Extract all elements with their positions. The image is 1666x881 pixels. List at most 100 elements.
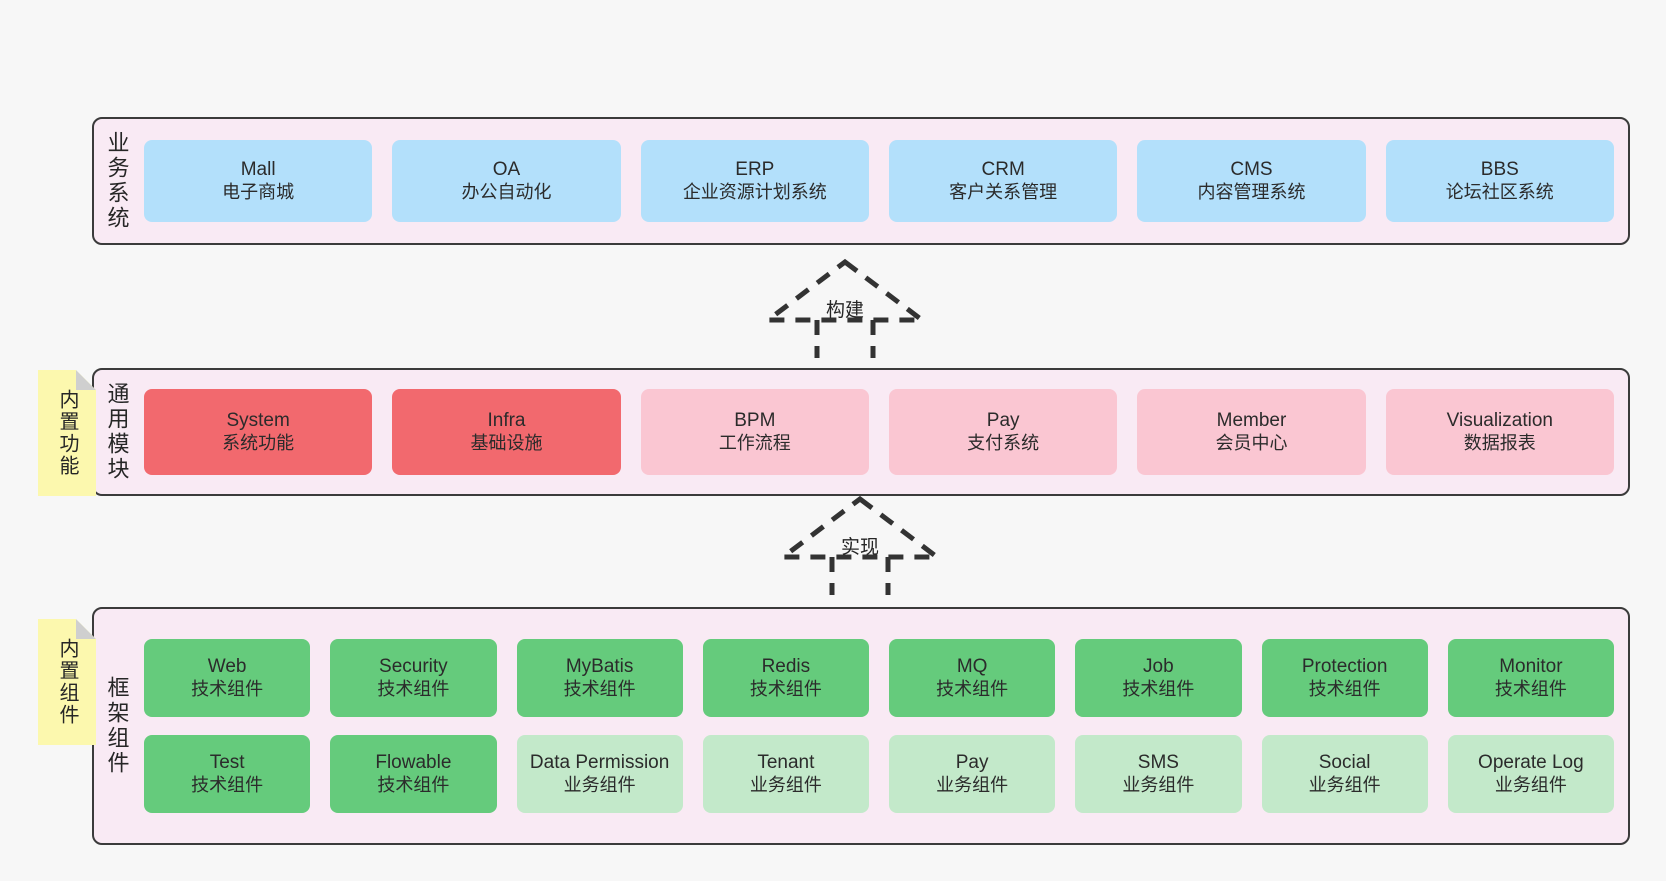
node-subtitle: 系统功能 (222, 432, 295, 453)
arrow-realize: 实现 (775, 495, 945, 595)
node-title: Tenant (757, 752, 815, 774)
sticky-note-label: 内置组件 (56, 638, 78, 726)
node-mall[interactable]: Mall 电子商城 (144, 140, 373, 222)
node-system[interactable]: System 系统功能 (144, 389, 373, 475)
node-title: Security (379, 656, 448, 678)
node-mq[interactable]: MQ 技术组件 (889, 639, 1056, 717)
node-subtitle: 基础设施 (470, 432, 543, 453)
sticky-note-builtin-component: 内置组件 (38, 619, 96, 745)
node-title: BBS (1480, 159, 1519, 181)
layer-body-business-system: Mall 电子商城 OA 办公自动化 ERP 企业资源计划系统 CRM 客户关系… (140, 119, 1628, 243)
node-title: Data Permission (529, 752, 670, 774)
arrow-shaft-shape (829, 557, 891, 595)
node-operate-log[interactable]: Operate Log 业务组件 (1447, 735, 1614, 813)
node-title: Web (207, 656, 247, 678)
node-title: Operate Log (1478, 752, 1584, 774)
layer-title-common-module: 通用模块 (104, 382, 130, 482)
node-row: System 系统功能 Infra 基础设施 BPM 工作流程 Pay 支付系统… (144, 389, 1614, 475)
arrow-head-shape (775, 495, 945, 560)
node-monitor[interactable]: Monitor 技术组件 (1447, 639, 1614, 717)
node-title: Monitor (1499, 656, 1563, 678)
node-title: Job (1143, 656, 1174, 678)
node-title: Flowable (375, 752, 452, 774)
node-subtitle: 电子商城 (222, 181, 295, 202)
node-protection[interactable]: Protection 技术组件 (1261, 639, 1428, 717)
node-subtitle: 技术组件 (377, 774, 450, 795)
node-cms[interactable]: CMS 内容管理系统 (1137, 140, 1366, 222)
node-title: CMS (1230, 159, 1273, 181)
node-subtitle: 技术组件 (936, 678, 1009, 699)
node-crm[interactable]: CRM 客户关系管理 (888, 140, 1118, 222)
node-flowable[interactable]: Flowable 技术组件 (330, 735, 497, 813)
layer-title-business-system: 业务系统 (104, 131, 130, 231)
node-erp[interactable]: ERP 企业资源计划系统 (640, 140, 869, 222)
node-title: Test (209, 752, 245, 774)
layer-body-common-module: System 系统功能 Infra 基础设施 BPM 工作流程 Pay 支付系统… (140, 370, 1628, 494)
arrow-build: 构建 (760, 258, 930, 358)
node-title: Infra (487, 410, 526, 432)
node-data-permission[interactable]: Data Permission 业务组件 (516, 735, 683, 813)
node-subtitle: 内容管理系统 (1197, 181, 1306, 202)
arrow-label-build: 构建 (825, 300, 864, 321)
node-member[interactable]: Member 会员中心 (1137, 389, 1366, 475)
node-subtitle: 数据报表 (1463, 432, 1536, 453)
node-title: System (226, 410, 290, 432)
node-subtitle: 技术组件 (563, 678, 636, 699)
node-title: Visualization (1446, 410, 1553, 432)
arrow-head-shape (760, 258, 930, 323)
node-title: CRM (981, 159, 1025, 181)
node-row: Test 技术组件 Flowable 技术组件 Data Permission … (144, 735, 1614, 813)
node-row: Mall 电子商城 OA 办公自动化 ERP 企业资源计划系统 CRM 客户关系… (144, 140, 1614, 222)
sticky-note-label: 内置功能 (56, 389, 78, 477)
node-subtitle: 技术组件 (1494, 678, 1567, 699)
node-subtitle: 业务组件 (936, 774, 1009, 795)
layer-common-module: 通用模块 System 系统功能 Infra 基础设施 BPM 工作流程 Pay… (92, 368, 1630, 496)
node-subtitle: 支付系统 (967, 432, 1040, 453)
node-title: Pay (986, 410, 1020, 432)
node-subtitle: 工作流程 (718, 432, 791, 453)
node-sms[interactable]: SMS 业务组件 (1075, 735, 1242, 813)
node-pay-module[interactable]: Pay 支付系统 (888, 389, 1118, 475)
node-subtitle: 技术组件 (191, 774, 264, 795)
node-title: Social (1318, 752, 1371, 774)
node-infra[interactable]: Infra 基础设施 (392, 389, 621, 475)
node-subtitle: 业务组件 (1494, 774, 1567, 795)
node-title: OA (492, 159, 521, 181)
node-subtitle: 业务组件 (1308, 774, 1381, 795)
node-social[interactable]: Social 业务组件 (1261, 735, 1428, 813)
node-subtitle: 论坛社区系统 (1445, 181, 1554, 202)
node-row: Web 技术组件 Security 技术组件 MyBatis 技术组件 Redi… (144, 639, 1614, 717)
node-test[interactable]: Test 技术组件 (144, 735, 311, 813)
node-bbs[interactable]: BBS 论坛社区系统 (1385, 140, 1614, 222)
node-title: Redis (761, 656, 811, 678)
node-visualization[interactable]: Visualization 数据报表 (1385, 389, 1614, 475)
node-bpm[interactable]: BPM 工作流程 (640, 389, 869, 475)
node-subtitle: 业务组件 (749, 774, 822, 795)
node-title: SMS (1137, 752, 1179, 774)
node-title: Pay (955, 752, 989, 774)
node-subtitle: 业务组件 (563, 774, 636, 795)
node-redis[interactable]: Redis 技术组件 (702, 639, 869, 717)
node-subtitle: 技术组件 (191, 678, 264, 699)
node-title: Member (1216, 410, 1287, 432)
node-title: Protection (1301, 656, 1388, 678)
node-mybatis[interactable]: MyBatis 技术组件 (516, 639, 683, 717)
node-title: BPM (734, 410, 776, 432)
node-security[interactable]: Security 技术组件 (330, 639, 497, 717)
node-pay-component[interactable]: Pay 业务组件 (889, 735, 1056, 813)
node-web[interactable]: Web 技术组件 (144, 639, 311, 717)
node-subtitle: 客户关系管理 (949, 181, 1058, 202)
node-title: Mall (240, 159, 276, 181)
arrow-label-realize: 实现 (840, 537, 879, 558)
node-job[interactable]: Job 技术组件 (1075, 639, 1242, 717)
sticky-note-builtin-function: 内置功能 (38, 370, 96, 496)
node-oa[interactable]: OA 办公自动化 (392, 140, 621, 222)
node-tenant[interactable]: Tenant 业务组件 (702, 735, 869, 813)
node-subtitle: 技术组件 (1308, 678, 1381, 699)
node-subtitle: 技术组件 (377, 678, 450, 699)
node-title: MyBatis (565, 656, 634, 678)
node-subtitle: 业务组件 (1122, 774, 1195, 795)
layer-business-system: 业务系统 Mall 电子商城 OA 办公自动化 ERP 企业资源计划系统 CRM… (92, 117, 1630, 245)
node-subtitle: 办公自动化 (461, 181, 552, 202)
